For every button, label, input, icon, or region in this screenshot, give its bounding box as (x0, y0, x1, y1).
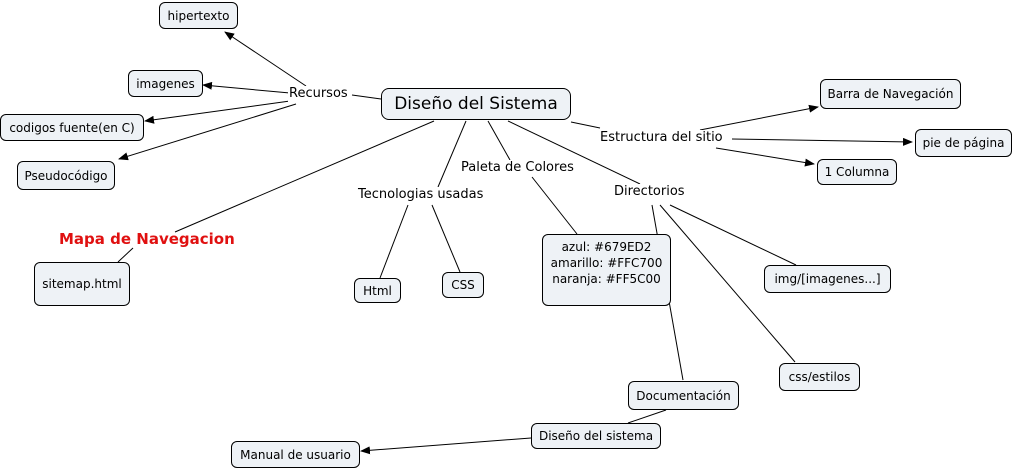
label-recursos: Recursos (288, 86, 349, 102)
edge-mapa-sitemap (117, 247, 134, 263)
node-hipertexto[interactable]: hipertexto (159, 2, 238, 29)
node-documentacion[interactable]: Documentación (628, 381, 739, 410)
node-barra-navegacion[interactable]: Barra de Navegación (820, 79, 961, 109)
node-manual-usuario[interactable]: Manual de usuario (231, 441, 360, 468)
edge-central-directorios (507, 120, 641, 185)
edge-central-mapa (174, 120, 435, 233)
label-tecnologias: Tecnologias usadas (357, 187, 485, 203)
node-pseudocodigo[interactable]: Pseudocódigo (17, 161, 115, 190)
edge-recursos-imagenes (202, 81, 291, 94)
edge-tecnologias-css (431, 204, 461, 273)
node-sitemap[interactable]: sitemap.html (34, 262, 130, 306)
central-node[interactable]: Diseño del Sistema (381, 88, 571, 120)
edge-estructura-barra (699, 104, 819, 131)
edge-directorios-css (659, 204, 796, 363)
node-css-directorio[interactable]: css/estilos (779, 363, 860, 391)
edge-paleta-colors (531, 176, 578, 235)
edge-central-paleta (487, 120, 511, 161)
edge-estructura-pie (731, 137, 913, 146)
node-codigos-fuente[interactable]: codigos fuente(en C) (0, 114, 144, 141)
label-directorios: Directorios (613, 184, 686, 200)
edge-recursos-pseudocodigo (118, 103, 297, 161)
edge-recursos-hipertexto (224, 31, 307, 87)
label-estructura: Estructura del sitio (599, 130, 724, 146)
edge-directorios-img (669, 204, 797, 266)
mapa-navegacion-title: Mapa de Navegacion (59, 230, 235, 248)
node-imagenes[interactable]: imagenes (128, 70, 203, 97)
edge-recursos-codigos (144, 100, 291, 124)
edge-central-estructura (570, 121, 601, 129)
node-diseno-sistema[interactable]: Diseño del sistema (531, 423, 661, 449)
label-paleta: Paleta de Colores (460, 160, 575, 176)
edge-tecnologias-html (379, 204, 409, 279)
node-pie-pagina[interactable]: pie de página (915, 129, 1012, 157)
node-una-columna[interactable]: 1 Columna (817, 159, 897, 185)
edge-central-recursos (351, 94, 382, 100)
node-css[interactable]: CSS (442, 272, 484, 298)
edge-diseno-manual (360, 437, 532, 455)
edge-estructura-columna (715, 147, 815, 167)
node-html[interactable]: Html (354, 278, 401, 303)
edge-documentacion-diseno (627, 409, 667, 424)
edge-central-tecnologias (437, 120, 467, 188)
node-img-directorio[interactable]: img/[imagenes...] (764, 265, 891, 293)
node-color-palette[interactable]: azul: #679ED2 amarillo: #FFC700 naranja:… (542, 234, 671, 306)
